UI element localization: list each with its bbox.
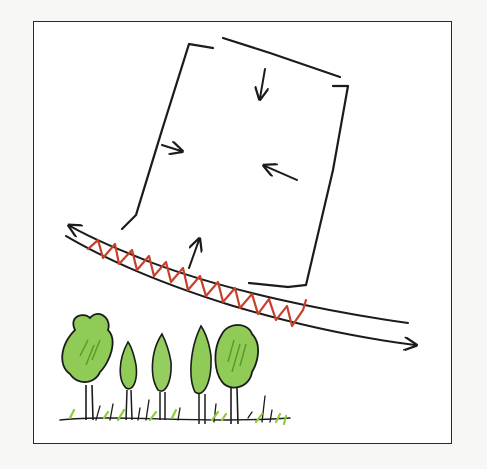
block-left-edge — [122, 44, 213, 229]
tree-icon — [120, 342, 136, 420]
ground-line — [60, 418, 290, 420]
tree-icon — [215, 325, 258, 424]
arrow-icon — [265, 166, 297, 180]
zigzag-stitch — [88, 240, 306, 326]
block-top-edge — [223, 38, 340, 77]
arrow-icon — [162, 145, 181, 151]
tree-icon — [62, 314, 112, 420]
force-arrows — [162, 69, 297, 268]
block-right-edge — [288, 86, 348, 287]
ground-grass — [60, 396, 290, 424]
arrow-icon — [189, 240, 199, 268]
tree-icon — [152, 334, 171, 420]
block-bottom-edge — [249, 283, 288, 287]
tilted-block — [122, 38, 348, 287]
tree-icon — [191, 326, 211, 424]
tree-group — [62, 314, 258, 424]
arrow-icon — [260, 69, 265, 98]
